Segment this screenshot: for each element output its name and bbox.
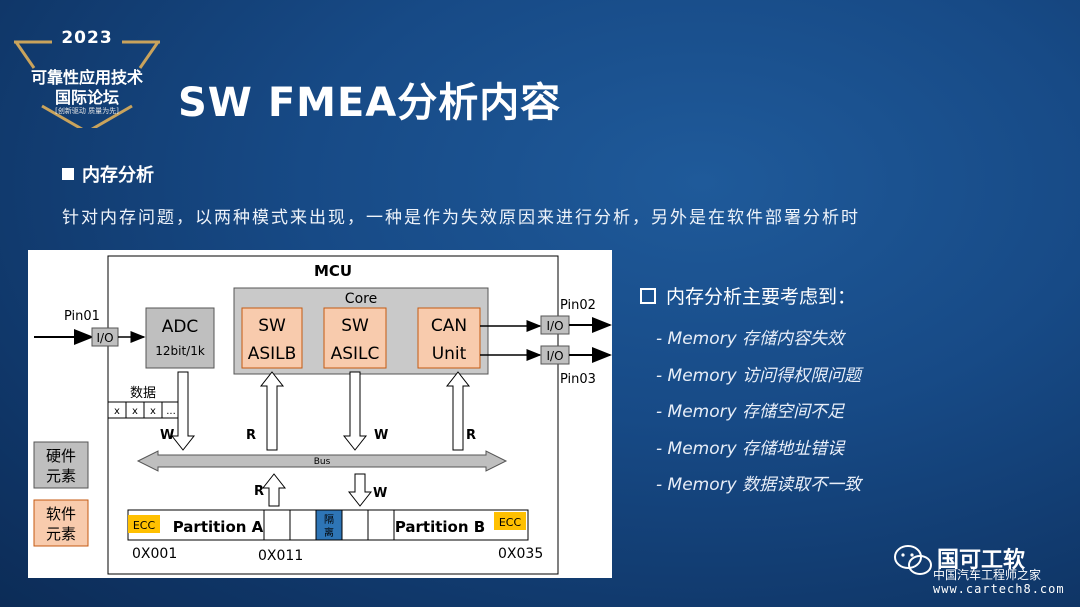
- memory-considerations: 内存分析主要考虑到： - Memory 存储内容失效 - Memory 访问得权…: [640, 282, 1060, 504]
- memory-read-arrow: [261, 473, 287, 507]
- list-item: - Memory 存储地址错误: [656, 438, 845, 459]
- io-label-pin01: I/O: [96, 331, 113, 345]
- adc-block: [145, 307, 215, 369]
- asilc-write-arrow: [342, 371, 368, 451]
- can-unit-line1: CAN: [431, 316, 467, 336]
- pin01-label: Pin01: [64, 309, 100, 324]
- asilb-read-arrow: [259, 371, 285, 451]
- addr-mid-label: 0X011: [258, 548, 303, 564]
- list-item: - Memory 访问得权限问题: [656, 365, 862, 386]
- memory-write-label: W: [373, 486, 387, 501]
- core-label: Core: [345, 291, 377, 307]
- isolation-cell: [315, 509, 343, 541]
- list-item: - Memory 存储内容失效: [656, 329, 845, 349]
- partition-b-label: Partition B: [395, 518, 485, 536]
- adc-line1: ADC: [162, 317, 199, 337]
- pin03-label: Pin03: [560, 372, 596, 387]
- list-item: - Memory 数据读取不一致: [656, 475, 862, 495]
- asilc-write-label: W: [374, 428, 388, 443]
- data-cell-1-text: x: [114, 406, 120, 417]
- legend-hw-line2: 元素: [46, 467, 76, 485]
- watermark-brand: 国可工软: [937, 548, 1026, 573]
- list-item: - Memory 存储空间不足: [656, 402, 845, 422]
- forum-logo: 2023 可靠性应用技术 国际论坛 [创新驱动 质量为先]: [12, 28, 162, 128]
- bullets-heading-text: 内存分析主要考虑到：: [666, 286, 857, 308]
- can-unit-block: [417, 307, 481, 369]
- logo-line-1: 可靠性应用技术: [30, 68, 143, 87]
- mcu-label: MCU: [314, 262, 352, 280]
- memory-diagram: MCU Core SW ASILB SW ASILC CAN Unit ADC …: [28, 250, 612, 578]
- logo-year: 2023: [61, 28, 113, 48]
- square-bullet-icon: [62, 168, 74, 180]
- logo-frame-icon: [14, 40, 160, 128]
- ecc-cell-right: [494, 512, 526, 530]
- section-heading: 内存分析: [62, 161, 154, 187]
- sw-asilc-line2: ASILC: [331, 344, 380, 364]
- adc-write-label: W: [160, 428, 174, 443]
- sw-asilc-block: [323, 307, 387, 369]
- bus-arrow: [136, 450, 508, 472]
- memory-write-arrow: [347, 473, 373, 507]
- watermark-subtitle: 中国汽车工程师之家: [933, 568, 1042, 582]
- addr-end-label: 0X035: [498, 546, 543, 562]
- logo-line-2: 国际论坛: [54, 88, 119, 107]
- adc-write-arrow: [170, 371, 196, 451]
- ecc-cell-left: [128, 515, 160, 533]
- legend-sw-line2: 元素: [46, 525, 76, 543]
- legend-hw-line1: 硬件: [46, 447, 76, 465]
- data-cell-2-text: x: [132, 406, 138, 417]
- bus-label: Bus: [314, 457, 331, 467]
- can-read-label: R: [466, 428, 476, 443]
- watermark-url: www.cartech8.com: [933, 582, 1065, 596]
- watermark: 国可工软 中国汽车工程师之家 www.cartech8.com: [893, 538, 1073, 600]
- io-label-pin02: I/O: [546, 319, 563, 333]
- addr-start-label: 0X001: [132, 546, 177, 562]
- memory-read-label: R: [254, 484, 264, 499]
- ecc-right-label: ECC: [499, 516, 522, 529]
- section-title: 内存分析: [82, 165, 154, 186]
- io-label-pin03: I/O: [546, 349, 563, 363]
- data-cell-3-text: x: [150, 406, 156, 417]
- legend-sw-line1: 软件: [46, 505, 76, 523]
- bullets-heading: 内存分析主要考虑到：: [640, 282, 1060, 309]
- sw-asilb-block: [241, 307, 303, 369]
- pin02-label: Pin02: [560, 298, 596, 313]
- logo-line-3: [创新驱动 质量为先]: [55, 107, 119, 115]
- isolation-line1: 隔: [324, 514, 334, 526]
- wechat-icon: [894, 545, 932, 575]
- section-description: 针对内存问题，以两种模式来出现，一种是作为失效原因来进行分析，另外是在软件部署分…: [62, 208, 860, 228]
- slide-title: SW FMEA分析内容: [178, 80, 562, 126]
- adc-line2: 12bit/1k: [155, 344, 205, 358]
- ecc-left-label: ECC: [133, 519, 156, 532]
- legend-hw-box: [33, 441, 89, 489]
- partition-a-label: Partition A: [173, 518, 264, 536]
- legend-sw-box: [33, 499, 89, 547]
- isolation-line2: 离: [324, 526, 334, 539]
- hollow-square-icon: [640, 287, 656, 304]
- sw-asilb-line2: ASILB: [248, 344, 297, 364]
- sw-asilc-line1: SW: [341, 316, 369, 336]
- data-cell-4-text: ...: [166, 406, 176, 417]
- can-read-arrow: [445, 371, 471, 451]
- asilb-read-label: R: [246, 428, 256, 443]
- can-unit-line2: Unit: [432, 344, 467, 364]
- sw-asilb-line1: SW: [258, 316, 286, 336]
- data-label: 数据: [130, 386, 156, 401]
